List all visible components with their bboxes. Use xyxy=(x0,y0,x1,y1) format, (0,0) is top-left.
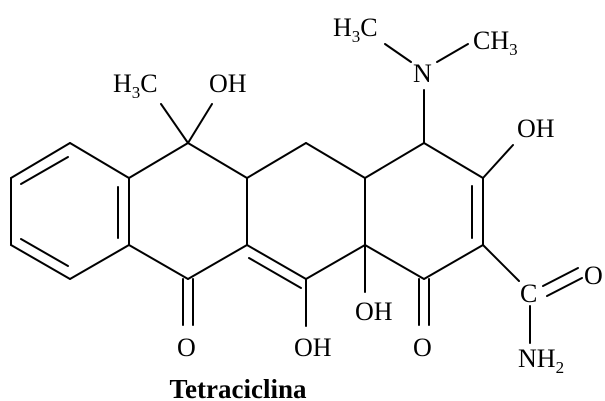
bond xyxy=(69,244,130,280)
nitrogen-label: N xyxy=(413,59,432,88)
bond xyxy=(10,142,71,179)
bond xyxy=(305,142,366,179)
bond-inner xyxy=(20,238,69,267)
amide-carbon-label: C xyxy=(520,279,537,308)
bond xyxy=(187,142,248,179)
hydroxyl-label-c3: OH xyxy=(517,114,555,143)
bond xyxy=(246,142,307,179)
methyl-label-c6: H3C xyxy=(113,69,158,102)
methyl-label-n-right: CH3 xyxy=(473,26,518,59)
bond-methyl-c6 xyxy=(160,103,189,144)
bond-nitrogen-methyl-right xyxy=(436,43,469,63)
bond-hydroxyl-c6 xyxy=(187,103,213,144)
atom-labels: H3C OH H3C CH3 N OH O OH OH O O C NH2 xyxy=(113,13,603,377)
compound-name-caption: Tetraciclina xyxy=(170,374,307,401)
bond xyxy=(246,244,307,280)
hydroxyl-label-c12a: OH xyxy=(355,297,393,326)
ring-c xyxy=(246,142,366,289)
bond xyxy=(305,244,366,280)
substituent-bonds xyxy=(160,43,583,344)
hydroxyl-label-c12: OH xyxy=(294,333,332,362)
bond-nitrogen-methyl-left xyxy=(384,43,412,63)
oxygen-label-c11: O xyxy=(177,333,196,362)
oxygen-label-c1: O xyxy=(413,333,432,362)
bond xyxy=(10,244,71,280)
bond-inner xyxy=(20,156,69,185)
methyl-label-n-left: H3C xyxy=(333,13,378,46)
bond xyxy=(423,244,484,280)
bond-amide-carbonyl xyxy=(542,267,579,287)
bond-inner xyxy=(248,257,302,289)
bond xyxy=(69,142,130,179)
amide-oxygen-label: O xyxy=(584,261,603,290)
bond-hydroxyl-c3 xyxy=(482,144,514,179)
bond xyxy=(364,244,425,280)
bond xyxy=(364,142,425,179)
bond-amide-carbonyl xyxy=(546,277,583,297)
amide-nitrogen-label: NH2 xyxy=(518,344,564,377)
bond xyxy=(128,244,189,280)
ring-d xyxy=(364,142,484,280)
aromatic-ring xyxy=(10,142,130,280)
bond-c2-amide-carbon xyxy=(482,244,520,282)
hydroxyl-label-c6: OH xyxy=(209,69,247,98)
bond xyxy=(128,142,189,179)
bond xyxy=(423,142,484,179)
bond xyxy=(187,244,248,280)
ring-b xyxy=(128,142,248,280)
